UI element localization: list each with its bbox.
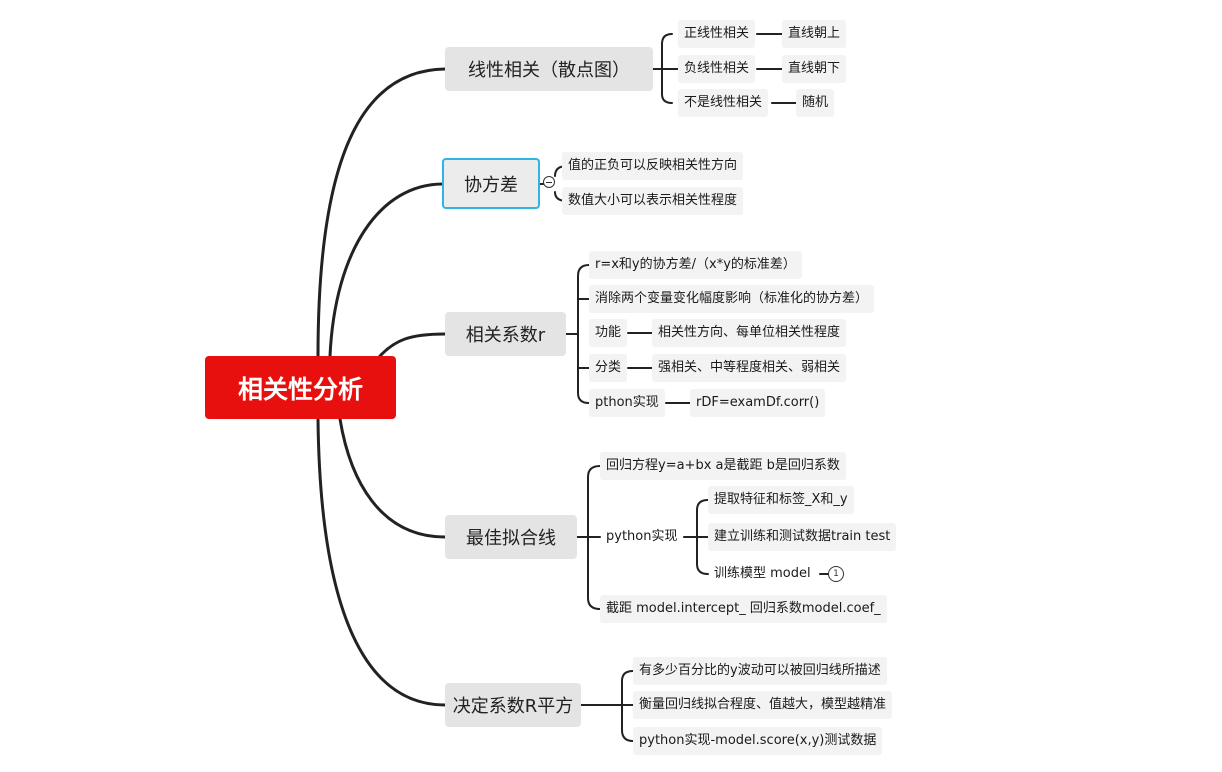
subtopic-label: 衡量回归线拟合程度、值越大，模型越精准: [639, 697, 887, 712]
subtopic-fit-measure[interactable]: 衡量回归线拟合程度、值越大，模型越精准: [633, 691, 893, 719]
subtopic-covariance-sign[interactable]: 值的正负可以反映相关性方向: [562, 152, 744, 180]
subtopic-score-code[interactable]: python实现-model.score(x,y)测试数据: [633, 727, 883, 755]
subtopic-label: 值的正负可以反映相关性方向: [568, 158, 738, 173]
topic-label: 最佳拟合线: [466, 528, 556, 549]
link-root-coef: [378, 332, 447, 358]
subtopic-line-up[interactable]: 直线朝上: [782, 20, 847, 48]
subtopic-random[interactable]: 随机: [796, 89, 835, 117]
subtopic-label: 正线性相关: [684, 26, 750, 41]
subtopic-function-detail[interactable]: 相关性方向、每单位相关性程度: [652, 319, 847, 347]
subtopic-train-test-split[interactable]: 建立训练和测试数据train test: [708, 523, 897, 551]
subtopic-line-down[interactable]: 直线朝下: [782, 55, 847, 83]
topic-covariance[interactable]: 协方差: [442, 158, 540, 209]
subtopic-corr-code[interactable]: rDF=examDf.corr(): [690, 389, 826, 417]
subtopic-not-linear[interactable]: 不是线性相关: [678, 89, 769, 117]
subtopic-label: pthon实现: [595, 395, 659, 410]
subtopic-label: 截距 model.intercept_ 回归系数model.coef_: [606, 601, 881, 616]
link-root-linear: [316, 67, 447, 358]
subtopic-label: 提取特征和标签_X和_y: [714, 492, 848, 507]
topic-best-fit-line[interactable]: 最佳拟合线: [445, 515, 577, 559]
subtopic-label: 建立训练和测试数据train test: [714, 529, 891, 544]
subtopic-standardized[interactable]: 消除两个变量变化幅度影响（标准化的协方差）: [589, 285, 875, 313]
topic-label: 协方差: [464, 174, 518, 196]
subtopic-label: 不是线性相关: [684, 95, 763, 110]
subtopic-label: 负线性相关: [684, 61, 750, 76]
subtopic-label: r=x和y的协方差/（x*y的标准差）: [595, 257, 796, 272]
subtopic-label: python实现: [606, 529, 678, 544]
topic-r-squared[interactable]: 决定系数R平方: [445, 683, 581, 727]
subtopic-python-impl[interactable]: pthon实现: [589, 389, 665, 417]
subtopic-regression-equation[interactable]: 回归方程y=a+bx a是截距 b是回归系数: [600, 452, 846, 480]
root-topic-label: 相关性分析: [237, 374, 363, 404]
subtopic-label: 回归方程y=a+bx a是截距 b是回归系数: [606, 458, 840, 473]
subtopic-label: 强相关、中等程度相关、弱相关: [658, 360, 841, 375]
subtopic-function[interactable]: 功能: [589, 319, 628, 347]
topic-label: 相关系数r: [465, 325, 546, 346]
collapse-toggle-icon[interactable]: [543, 176, 555, 188]
link-root-bestfit: [338, 417, 447, 539]
topic-label: 线性相关（散点图）: [468, 60, 630, 81]
subtopic-label: 训练模型 model: [714, 566, 811, 581]
subtopic-classification[interactable]: 分类: [589, 354, 628, 382]
subtopic-label: 分类: [595, 360, 622, 375]
subtopic-negative-linear[interactable]: 负线性相关: [678, 55, 756, 83]
collapsed-count-badge[interactable]: 1: [828, 566, 844, 582]
subtopic-label: 随机: [802, 95, 829, 110]
subtopic-label: 直线朝上: [788, 26, 841, 41]
topic-label: 决定系数R平方: [452, 696, 574, 717]
subtopic-intercept-coef[interactable]: 截距 model.intercept_ 回归系数model.coef_: [600, 595, 887, 623]
subtopic-label: 功能: [595, 325, 622, 340]
subtopic-label: 数值大小可以表示相关性程度: [568, 193, 738, 208]
subtopic-label: 有多少百分比的y波动可以被回归线所描述: [639, 663, 881, 678]
topic-correlation-coefficient[interactable]: 相关系数r: [445, 312, 566, 356]
subtopic-classification-detail[interactable]: 强相关、中等程度相关、弱相关: [652, 354, 847, 382]
subtopic-positive-linear[interactable]: 正线性相关: [678, 20, 756, 48]
subtopic-variance-explained[interactable]: 有多少百分比的y波动可以被回归线所描述: [633, 657, 887, 685]
subtopic-train-model[interactable]: 训练模型 model: [708, 560, 817, 588]
subtopic-python-impl[interactable]: python实现: [600, 523, 683, 551]
subtopic-label: python实现-model.score(x,y)测试数据: [639, 733, 877, 748]
subtopic-label: 消除两个变量变化幅度影响（标准化的协方差）: [595, 291, 869, 306]
subtopic-extract-features[interactable]: 提取特征和标签_X和_y: [708, 486, 854, 514]
subtopic-label: rDF=examDf.corr(): [696, 395, 820, 410]
subtopic-label: 直线朝下: [788, 61, 841, 76]
subtopic-covariance-magnitude[interactable]: 数值大小可以表示相关性程度: [562, 187, 744, 215]
subtopic-r-formula[interactable]: r=x和y的协方差/（x*y的标准差）: [589, 251, 802, 279]
root-topic[interactable]: 相关性分析: [205, 356, 396, 419]
topic-linear-correlation[interactable]: 线性相关（散点图）: [445, 47, 653, 91]
badge-count: 1: [833, 569, 839, 579]
link-root-covariance: [328, 182, 445, 358]
subtopic-label: 相关性方向、每单位相关性程度: [658, 325, 841, 340]
link-root-rsq: [316, 417, 447, 707]
